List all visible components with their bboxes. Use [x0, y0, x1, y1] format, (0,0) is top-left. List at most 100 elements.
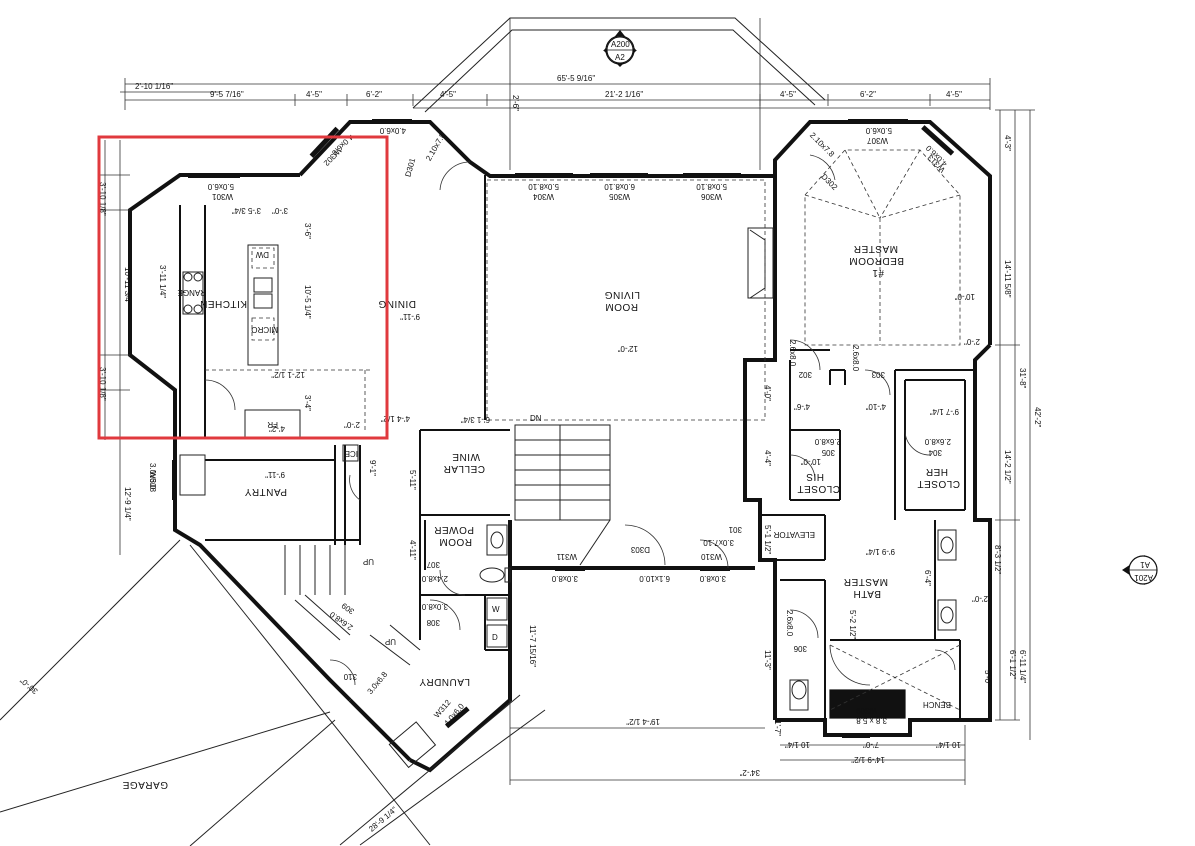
dim-living-12: 12'-0": [617, 344, 638, 353]
door-d301: D301: [404, 157, 418, 178]
door-308: 308: [426, 618, 440, 627]
window-w311: W311: [556, 552, 577, 561]
dim-top-2-10: 2'-10 1/16": [135, 82, 173, 91]
room-powder-2: ROOM: [439, 536, 472, 547]
dim-k-10-5: 10'-5 1/4": [303, 285, 312, 319]
dim-k-3-5: 3'-5 3/4": [232, 206, 261, 215]
dim-mb-9-7: 9'-7 1/4": [930, 407, 959, 416]
room-elevator: ELEVATOR: [773, 530, 815, 539]
dim-top-9: 9'-5 7/16": [210, 90, 244, 99]
kitchen-highlight-box: [97, 135, 389, 440]
top-dimensions: [120, 18, 991, 170]
window-w308: W308: [148, 471, 157, 492]
dim-top-4-5a: 4'-5": [306, 90, 322, 99]
fixture-fr: FR: [267, 420, 278, 429]
fixture-w: W: [492, 605, 500, 614]
dim-mb-4-6: 4'-6": [794, 402, 810, 411]
dim-mb-9-9: 9'-9 1/4": [866, 547, 895, 556]
fixture-d: D: [492, 633, 498, 642]
door-306-size: 2.6x8.0: [785, 610, 794, 637]
room-bench: BENCH: [923, 700, 951, 709]
dim-bottom-14: 14'-9 1/2": [851, 755, 885, 764]
room-her-2: CLOSET: [917, 478, 960, 489]
room-wine-1: WINE: [452, 451, 480, 462]
door-d303-size: 6.1x10.0: [639, 574, 670, 583]
dim-mb-4-0: 4'-0": [763, 385, 772, 401]
room-pantry: PANTRY: [244, 486, 287, 497]
window-w307-size: 5.0x6.0: [865, 126, 892, 135]
dim-right-31: 31'-8": [1018, 368, 1027, 389]
roof-outline: [412, 17, 826, 113]
dim-k-4-2: 4'-2": [269, 424, 285, 433]
dim-top-6-2a: 6'-2": [366, 90, 382, 99]
door-d302: D302: [819, 172, 839, 192]
dim-pr-4-11: 4'-11": [408, 540, 417, 560]
room-living-1: LIVING: [604, 289, 640, 300]
room-master-bath-2: BATH: [853, 588, 881, 599]
callout-right-a: A1: [1140, 560, 1150, 569]
window-w310: W310: [701, 552, 722, 561]
dim-mb-6-1: 6'-1 1/2": [1008, 650, 1017, 679]
door-303: 303: [871, 370, 885, 379]
dim-mb-4-10: 4'-10": [865, 402, 886, 411]
dim-k-3-6: 3'-6": [303, 223, 312, 239]
window-w308-size: 3.0x6.0: [148, 463, 157, 490]
window-w304-size: 5.0x8.10: [528, 182, 559, 191]
left-dimensions: [100, 140, 130, 555]
door-305-size: 2.6x8.0: [814, 437, 841, 446]
dim-k-3-0: 3'-0": [272, 206, 288, 215]
window-w306: W306: [701, 192, 722, 201]
dim-stair-6-1: 6'-1 3/4": [461, 415, 490, 424]
dim-top-21: 21'-2 1/16": [605, 90, 643, 99]
kitchen-fixtures: [179, 244, 370, 496]
fixture-range: RANGE: [178, 288, 206, 297]
dim-k-4-4: 4'-4 1/2": [381, 414, 410, 423]
dim-right-14b: 14'-2 1/2": [1003, 450, 1012, 484]
dim-top-4-5d: 4'-5": [946, 90, 962, 99]
room-dining: DINING: [378, 298, 416, 309]
dim-left-10-11: 10'-11 3/4": [123, 267, 132, 305]
door-303-size: 2.6x8.0: [851, 345, 860, 372]
right-dimensions: [995, 109, 1035, 740]
dim-bottom-10a: 10 1/4": [785, 740, 810, 749]
dim-mb-10-0: 10'-0": [954, 292, 975, 301]
dim-mb-5-0: 5'-0": [983, 670, 992, 686]
door-307-size: 2.4x8.0: [421, 574, 448, 583]
dim-k-3-4: 3'-4": [303, 395, 312, 411]
bath-fixtures: [479, 227, 961, 711]
window-w304: W304: [533, 192, 554, 201]
window-w305: W305: [609, 192, 630, 201]
door-302: 302: [798, 370, 812, 379]
dim-mb-2-0: 2'-0": [964, 337, 980, 346]
dim-top-6-2b: 6'-2": [860, 90, 876, 99]
room-powder-1: POWER: [434, 524, 474, 535]
window-w311-size: 3.0x8.0: [551, 574, 578, 583]
door-306: 306: [793, 644, 807, 653]
dim-k-12: 12'-1 1/2": [271, 370, 305, 379]
door-309: 309: [340, 601, 357, 616]
doors: [204, 154, 956, 686]
windows: [172, 119, 955, 738]
dim-mb-10-0b: 10'-0": [800, 457, 821, 466]
room-laundry: LAUNDRY: [419, 676, 470, 687]
garage-outline: [0, 539, 546, 846]
window-w301-size: 5.0x6.0: [207, 182, 234, 191]
dim-bottom-34: 34'-2": [739, 768, 760, 777]
window-w310-size: 3.0x8.0: [699, 574, 726, 583]
dim-top-rise: 2'-6": [511, 95, 520, 111]
room-kitchen: KITCHEN: [200, 298, 247, 309]
dim-pantry-9-1: 9'-1": [368, 460, 377, 476]
window-w309-size: 3.8 x 5.8: [856, 716, 887, 725]
dim-top-4-5c: 4'-5": [780, 90, 796, 99]
door-307: 307: [426, 560, 440, 569]
dim-right-8-3: 8'-3 1/2": [993, 545, 1002, 574]
dim-bottom-7: 7'-0": [863, 740, 879, 749]
dim-right-6: 6'-11 1/4": [1018, 650, 1027, 683]
room-master-bath-1: MASTER: [843, 576, 888, 587]
room-wine-2: CELLAR: [443, 463, 485, 474]
callout-top-a: A200: [611, 40, 630, 49]
vault-lines: [486, 149, 961, 421]
door-d301-size: 2.10x7.8: [424, 131, 447, 163]
fixture-dw: DW: [255, 250, 269, 259]
